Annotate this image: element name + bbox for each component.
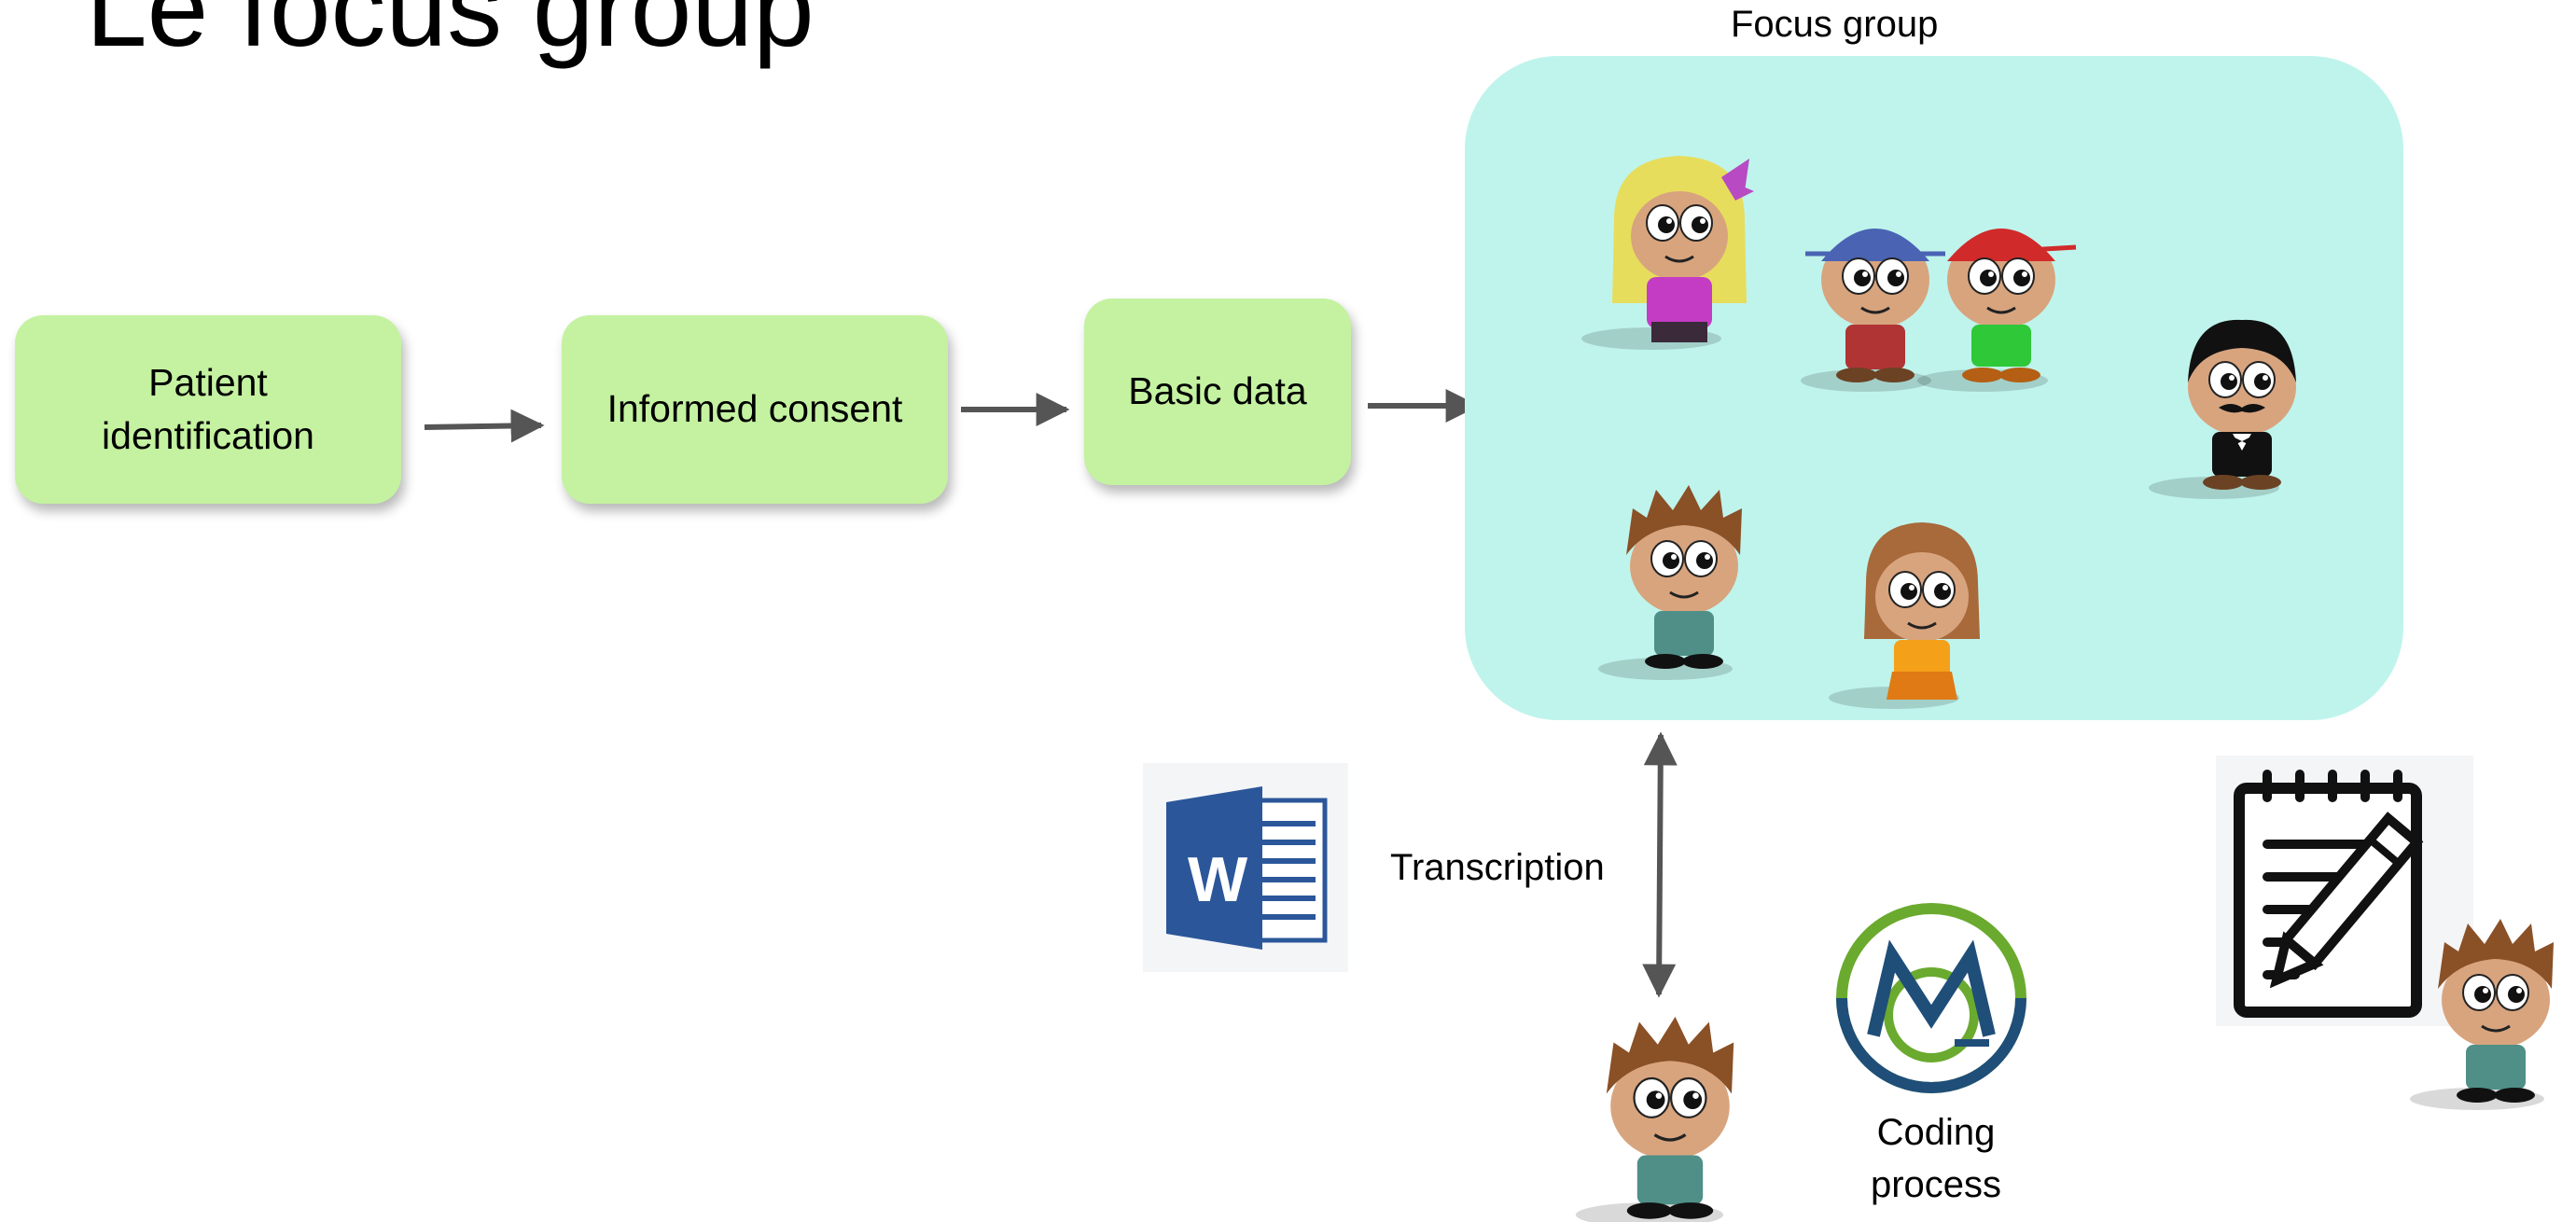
- focus-group-label: Focus group: [1731, 4, 1939, 45]
- girl-brown-hair-icon: [1829, 522, 1980, 709]
- slide-title: Le focus group: [86, 0, 815, 70]
- notepad-pencil-icon: [2216, 756, 2473, 1026]
- step-label: Patient identification: [102, 360, 314, 457]
- boy-red-cap-icon: [1917, 229, 2077, 392]
- informed-consent-step: Informed consent: [562, 315, 948, 504]
- svg-text:W: W: [1188, 844, 1248, 915]
- transcription-arrow: [1642, 731, 1678, 998]
- basic-data-step: Basic data: [1084, 299, 1351, 485]
- girl-blonde-icon: [1581, 156, 1754, 350]
- word-icon: W: [1143, 763, 1348, 972]
- step-label: Basic data: [1128, 369, 1307, 413]
- boy-transcriber-icon: [1575, 1017, 1734, 1222]
- patient-identification-step: Patient identification: [15, 315, 401, 504]
- step-label: Informed consent: [606, 387, 903, 431]
- maxqda-icon: [1836, 903, 2026, 1093]
- boy-spiky-hair-icon: [1598, 485, 1742, 680]
- man-mustache-icon: [2149, 319, 2296, 499]
- boy-note-taker-icon: [2410, 919, 2554, 1110]
- transcription-label: Transcription: [1390, 847, 1605, 888]
- boy-blue-cap-icon: [1801, 229, 1945, 392]
- arrow-1: [424, 409, 545, 443]
- coding-process-label: Coding process: [1870, 1112, 2002, 1205]
